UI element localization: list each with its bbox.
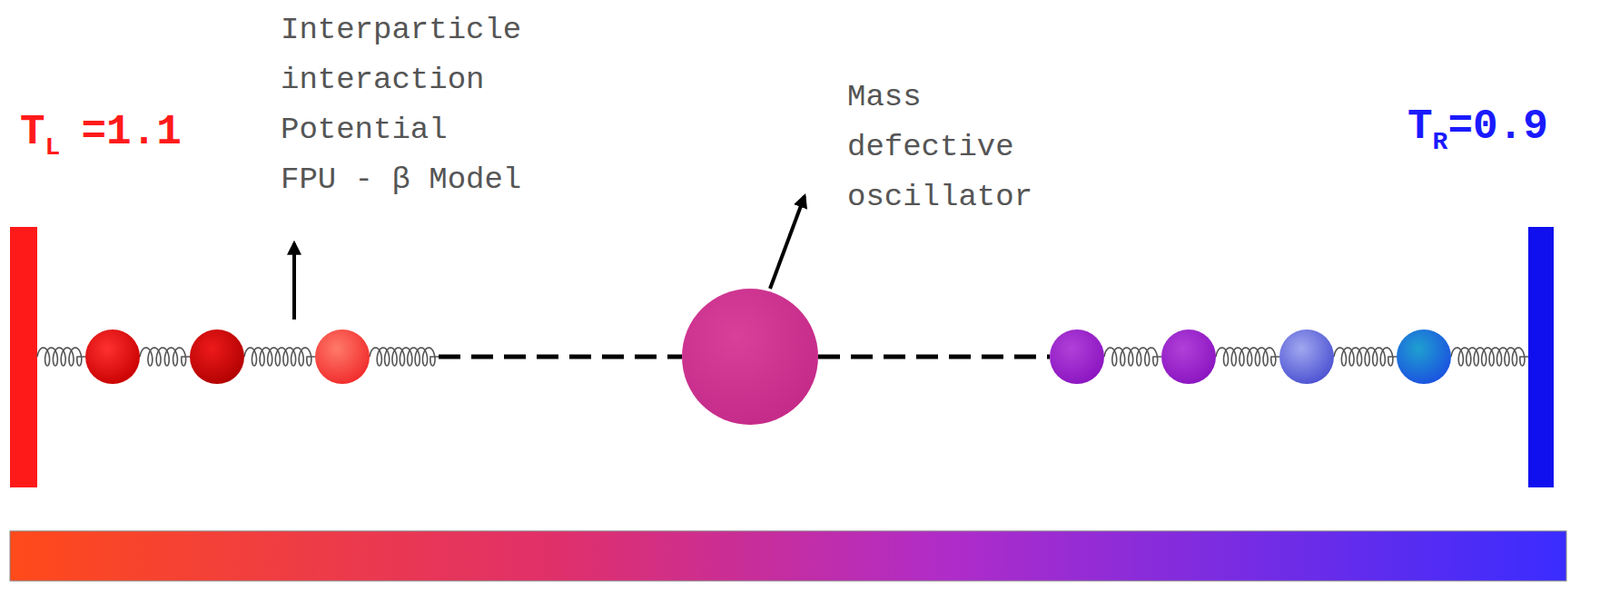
temperature-gradient-bar <box>9 531 1567 582</box>
cold-temperature-label: TR=0.9 <box>1407 101 1549 158</box>
subscript: L <box>45 133 61 162</box>
particle <box>1279 329 1334 385</box>
spring-coil <box>244 347 316 366</box>
temperature-text: T <box>1407 103 1433 151</box>
particle <box>1396 329 1452 385</box>
spring-coil <box>1333 347 1397 366</box>
temperature-text: =1.1 <box>80 108 181 157</box>
spring-coil <box>139 347 190 366</box>
particle <box>189 329 245 385</box>
particle <box>1161 329 1216 385</box>
cold-wall <box>1528 227 1554 488</box>
mass-defect-particle <box>681 288 819 425</box>
dashed-chain <box>818 355 1050 360</box>
spring-coil <box>1451 347 1529 366</box>
spring-coil <box>1104 347 1162 366</box>
subscript: R <box>1432 128 1449 157</box>
particle <box>85 329 140 385</box>
callout-label: Mass defective oscillator <box>847 72 1051 223</box>
callout-label: Interparticle interaction Potential <box>280 5 531 156</box>
callout-arrow <box>770 196 805 289</box>
hot-wall <box>9 227 38 488</box>
particle <box>1049 329 1105 385</box>
particle <box>315 329 370 385</box>
temperature-text: =0.9 <box>1447 103 1548 151</box>
hot-temperature-label: TL =1.1 <box>19 107 182 163</box>
callout-label: FPU - β Model <box>280 155 522 206</box>
callout-arrow <box>292 243 297 320</box>
dashed-chain <box>438 355 682 360</box>
spring-coil <box>1215 347 1280 366</box>
spring-coil <box>369 347 439 366</box>
temperature-text: T <box>19 108 46 157</box>
spring-coil <box>37 347 86 366</box>
